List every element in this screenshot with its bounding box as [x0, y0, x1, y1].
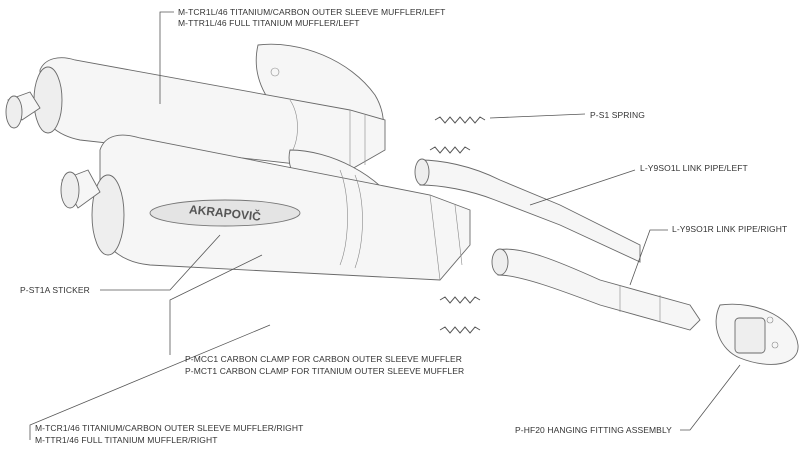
- hanging-fitting-drawing: [715, 303, 799, 365]
- label-muffler-left-1: M-TCR1L/46 TITANIUM/CARBON OUTER SLEEVE …: [178, 7, 446, 17]
- springs: [429, 116, 486, 334]
- label-clamp-2: P-MCT1 CARBON CLAMP FOR TITANIUM OUTER S…: [185, 366, 465, 376]
- label-hanging-fitting: P-HF20 HANGING FITTING ASSEMBLY: [515, 425, 672, 435]
- label-muffler-right-1: M-TCR1/46 TITANIUM/CARBON OUTER SLEEVE M…: [35, 423, 304, 433]
- link-pipe-left-drawing: [414, 158, 641, 263]
- label-sticker: P-ST1A STICKER: [20, 285, 90, 295]
- label-clamp-1: P-MCC1 CARBON CLAMP FOR CARBON OUTER SLE…: [185, 354, 462, 364]
- sticker-logo-oval: [149, 199, 301, 227]
- label-link-pipe-left: L-Y9SO1L LINK PIPE/LEFT: [640, 163, 748, 173]
- label-muffler-left-2: M-TTR1L/46 FULL TITANIUM MUFFLER/LEFT: [178, 18, 360, 28]
- leader-lines: [29, 11, 741, 440]
- label-link-pipe-right: L-Y9SO1R LINK PIPE/RIGHT: [672, 224, 788, 234]
- muffler-right: AKRAPOVIČ: [60, 134, 471, 281]
- link-pipe-right-drawing: [491, 248, 701, 331]
- label-spring: P-S1 SPRING: [590, 110, 645, 120]
- label-muffler-right-2: M-TTR1/46 FULL TITANIUM MUFFLER/RIGHT: [35, 435, 218, 445]
